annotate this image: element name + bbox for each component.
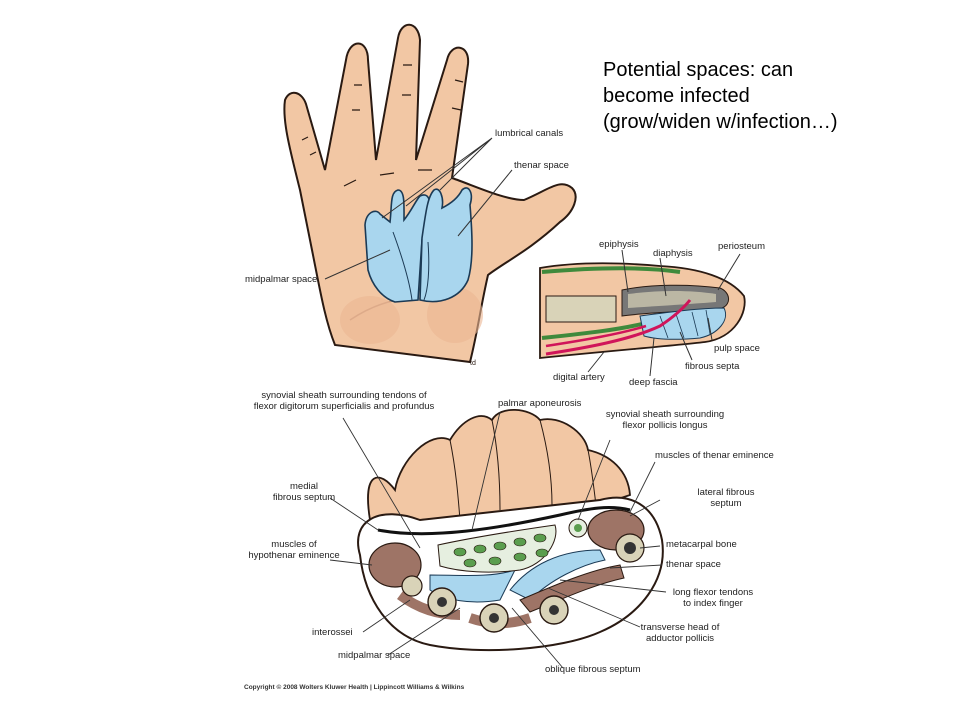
thenar-space-section <box>509 549 606 601</box>
metacarpal-bones <box>397 575 569 633</box>
svg-text:td: td <box>470 360 476 367</box>
label-transverse-head-adductor-pollicis-line-1: transverse head of <box>640 622 720 633</box>
copyright-notice: Copyright © 2008 Wolters Kluwer Health |… <box>244 684 465 691</box>
label-metacarpal-bone: metacarpal bone <box>666 539 737 550</box>
hand-outline <box>283 23 577 364</box>
note-line-1: Potential spaces: can <box>603 59 794 81</box>
label-midpalmar-space: midpalmar space <box>245 274 318 285</box>
label-long-flexor-tendons-line-1: long flexor tendons <box>672 587 754 598</box>
label-transverse-head-adductor-pollicis: transverse head of adductor pollicis <box>630 622 730 644</box>
note-line-2: become infected <box>603 85 750 107</box>
label-oblique-fibrous-septum: oblique fibrous septum <box>545 664 641 675</box>
label-pulp-space: pulp space <box>714 343 760 354</box>
label-synovial-sheath-pollicis: synovial sheath surrounding flexor polli… <box>592 409 738 431</box>
label-fibrous-septa: fibrous septa <box>685 361 740 372</box>
label-medial-fibrous-septum-line-2: fibrous septum <box>272 492 336 503</box>
label-lateral-fibrous-septum-line-2: septum <box>710 498 742 509</box>
label-muscles-thenar-eminence: muscles of thenar eminence <box>655 450 774 461</box>
label-periosteum: periosteum <box>718 241 765 252</box>
label-long-flexor-tendons: long flexor tendons to index finger <box>660 587 766 609</box>
label-lateral-fibrous-septum: lateral fibrous septum <box>682 487 770 509</box>
label-synovial-sheath-pollicis-line-1: synovial sheath surrounding <box>605 409 725 420</box>
label-lateral-fibrous-septum-line-1: lateral fibrous <box>697 487 755 498</box>
label-synovial-sheath-pollicis-line-2: flexor pollicis longus <box>622 420 708 431</box>
label-synovial-sheath-flexor-digitorum: synovial sheath surrounding tendons of f… <box>240 390 448 412</box>
label-lumbrical-canals: lumbrical canals <box>495 128 564 139</box>
palm-hand-drawing: td <box>283 23 577 367</box>
label-medial-fibrous-septum-line-1: medial <box>290 481 318 492</box>
note-line-3: (grow/widen w/infection…) <box>603 111 838 133</box>
label-thenar-space-section: thenar space <box>666 559 721 570</box>
label-digital-artery: digital artery <box>553 372 605 383</box>
palmar-aponeurosis <box>377 506 631 536</box>
fingertip-section-drawing <box>539 249 746 377</box>
midpalmar-space-region <box>364 189 431 303</box>
label-synovial-sheath-flexor-digitorum-line-1: synovial sheath surrounding tendons of <box>261 390 427 401</box>
label-diaphysis: diaphysis <box>653 248 693 259</box>
label-medial-fibrous-septum: medial fibrous septum <box>258 481 350 503</box>
label-midpalmar-space-section: midpalmar space <box>338 650 411 661</box>
label-transverse-head-adductor-pollicis-line-2: adductor pollicis <box>645 633 715 644</box>
label-deep-fascia: deep fascia <box>629 377 678 388</box>
label-interossei: interossei <box>312 627 353 638</box>
potential-spaces-note: Potential spaces: can become infected (g… <box>603 57 933 135</box>
label-muscles-hypothenar-eminence-line-2: hypothenar eminence <box>248 550 340 561</box>
label-synovial-sheath-flexor-digitorum-line-2: flexor digitorum superficialis and profu… <box>253 401 435 412</box>
label-palmar-aponeurosis: palmar aponeurosis <box>498 398 582 409</box>
label-long-flexor-tendons-line-2: to index finger <box>683 598 743 609</box>
label-muscles-hypothenar-eminence-line-1: muscles of <box>271 539 317 550</box>
digital-artery <box>545 299 692 356</box>
middle-phalanx-bone <box>545 295 617 323</box>
label-muscles-hypothenar-eminence: muscles of hypothenar eminence <box>240 539 348 561</box>
thenar-space-region <box>419 187 473 303</box>
palm-cross-section-drawing <box>329 408 667 669</box>
label-epiphysis: epiphysis <box>599 239 639 250</box>
label-thenar-space: thenar space <box>514 160 569 171</box>
